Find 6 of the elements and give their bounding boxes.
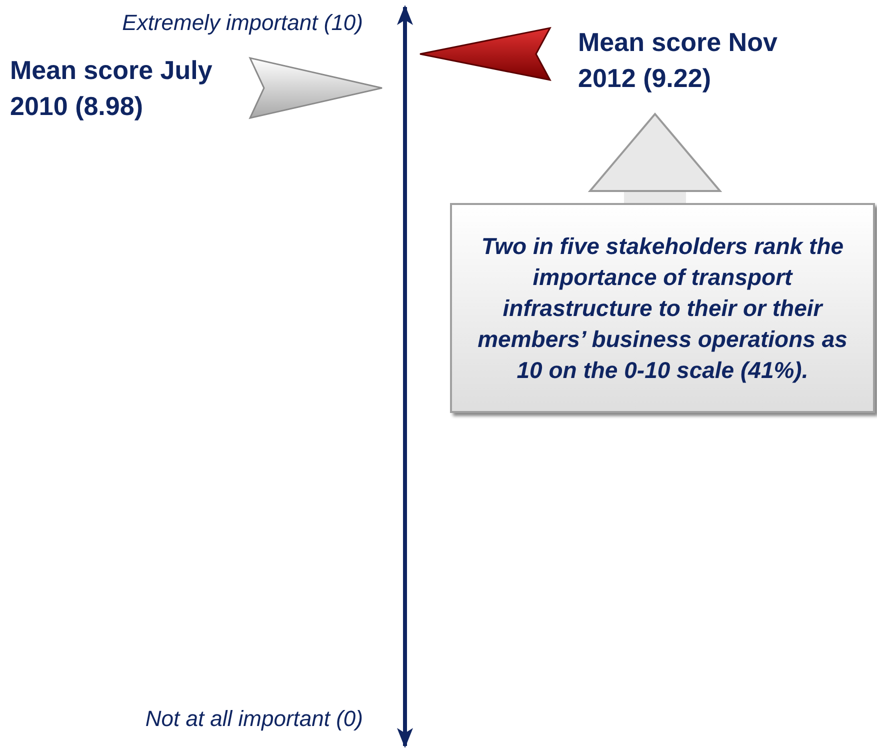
scale-end-label: Not at all important (0)	[145, 706, 363, 732]
block-arrow	[589, 113, 721, 203]
score-label: Mean score July 2010 (8.98)	[10, 52, 250, 124]
callout-box: Two in five stakeholders rank the importance of transport infrastructure to their or their members’ business operations as 10 on the 0-10 scale (41%).	[450, 203, 875, 413]
score-label: Mean score Nov 2012 (9.22)	[578, 24, 838, 96]
scale-end-label: Extremely important (10)	[122, 10, 363, 36]
